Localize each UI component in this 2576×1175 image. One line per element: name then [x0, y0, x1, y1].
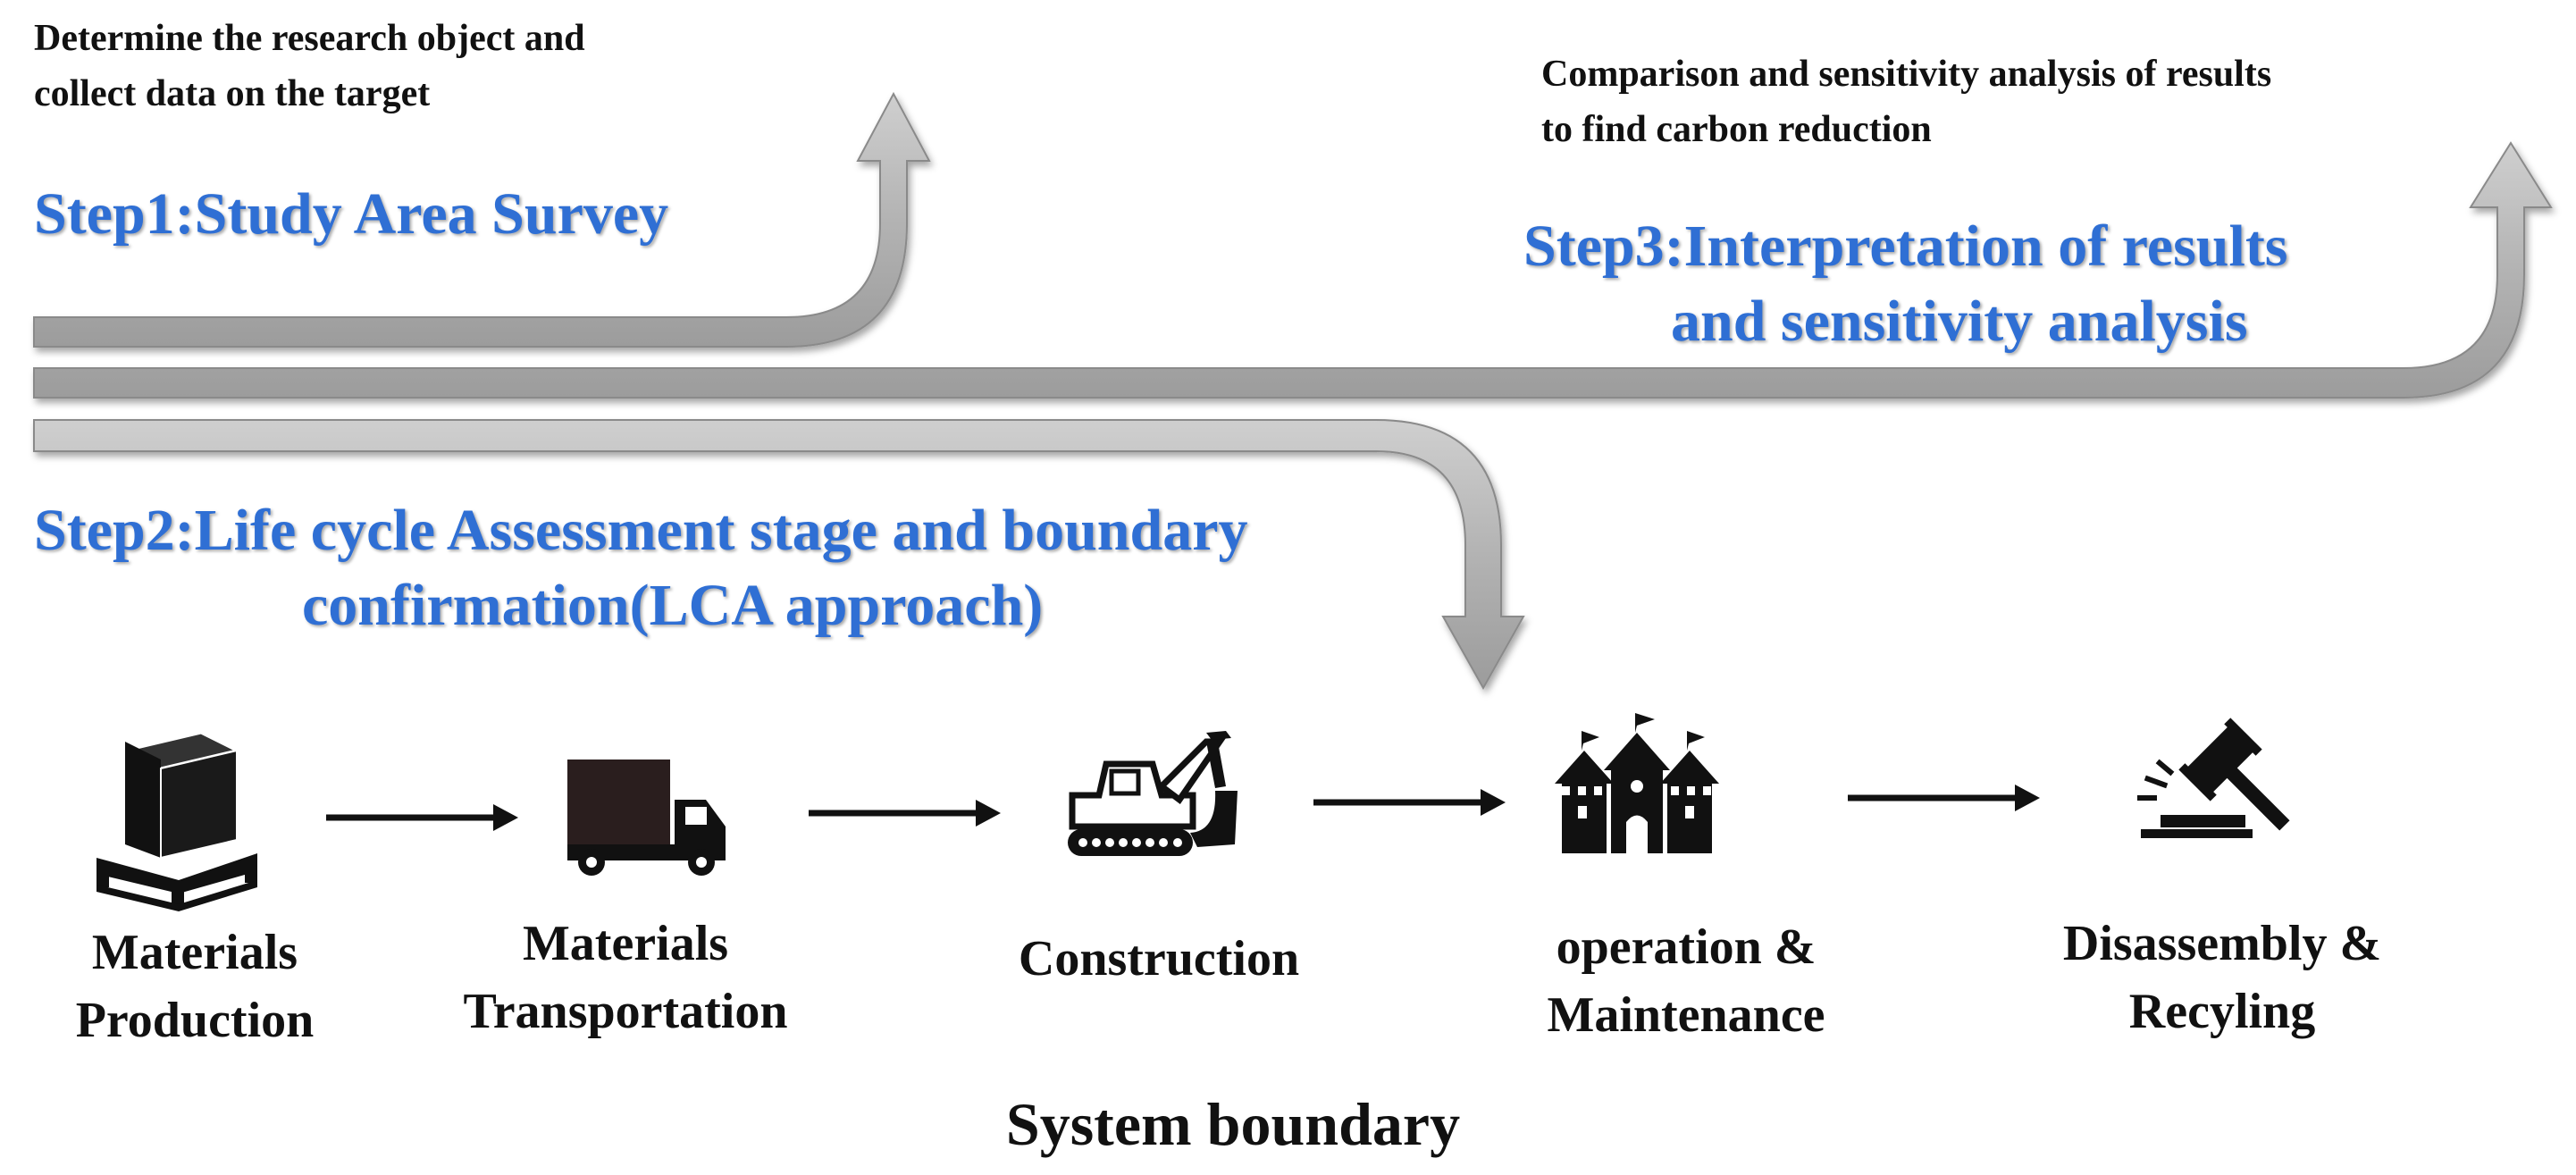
stage-label-line: Recyling — [2128, 984, 2316, 1039]
pallet-stack-icon — [96, 731, 257, 911]
step2-title-line: confirmation(LCA approach) — [302, 573, 1044, 638]
stage-label-construction: Construction — [1019, 925, 1299, 993]
step2-arrow-band — [33, 419, 1525, 691]
step1-title-line: Step1:Study Area Survey — [34, 181, 669, 247]
step1-note: Determine the research object and collec… — [34, 11, 585, 122]
stage-label-line: Production — [75, 993, 315, 1048]
stage-label-line: Disassembly & — [2062, 916, 2382, 971]
stage-label-materials-transportation: Materials Transportation — [464, 910, 788, 1045]
stage-label-line: Materials — [91, 925, 298, 980]
step3-title-line: Step3:Interpretation of results — [1523, 214, 2288, 279]
stage-label-disassembly-recycling: Disassembly & Recyling — [2063, 910, 2381, 1045]
step3-arrow-band — [33, 141, 2553, 399]
step3-note: Comparison and sensitivity analysis of r… — [1541, 46, 2271, 157]
flow-arrow — [1848, 785, 2040, 811]
stage-label-materials-production: Materials Production — [76, 919, 315, 1054]
stage-label-line: Maintenance — [1547, 987, 1825, 1043]
gavel-icon — [2137, 718, 2290, 838]
step1-arrow-band — [33, 91, 931, 348]
step3-note-line: Comparison and sensitivity analysis of r… — [1541, 54, 2272, 95]
stage-label-line: Materials — [522, 916, 729, 971]
step1-note-line: collect data on the target — [34, 73, 431, 114]
step2-title: Step2:Life cycle Assessment stage and bo… — [34, 493, 1248, 643]
stage-label-line: Construction — [1018, 931, 1300, 986]
step1-title: Step1:Study Area Survey — [34, 177, 668, 252]
step3-note-line: to find carbon reduction — [1541, 109, 1932, 150]
stage-label-line: operation & — [1556, 919, 1817, 975]
flow-arrow — [809, 800, 1001, 827]
castle-icon — [1555, 713, 1719, 853]
step1-note-line: Determine the research object and — [34, 18, 585, 59]
system-boundary-label: System boundary — [1005, 1090, 1461, 1158]
flow-arrow — [1313, 789, 1506, 816]
stage-label-line: Transportation — [463, 984, 788, 1039]
truck-icon — [567, 760, 726, 876]
excavator-icon — [1068, 731, 1238, 856]
stage-label-operation-maintenance: operation & Maintenance — [1547, 913, 1825, 1049]
flow-arrow — [326, 804, 518, 831]
step3-title: Step3:Interpretation of results and sens… — [1523, 209, 2288, 359]
step3-title-line: and sensitivity analysis — [1671, 289, 2248, 354]
step2-title-line: Step2:Life cycle Assessment stage and bo… — [34, 498, 1248, 563]
